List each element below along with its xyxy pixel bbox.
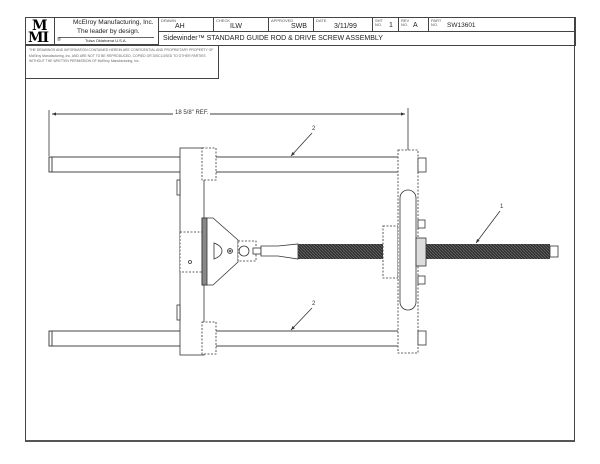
drawing-title: Sidewinder™ STANDARD GUIDE ROD & DRIVE S…: [163, 35, 383, 42]
company-name: McElroy Manufacturing, Inc.: [73, 19, 154, 26]
approved-value: SWB: [291, 23, 307, 30]
logo-letter-top: M: [32, 18, 47, 34]
item-balloon-2-bottom: 2: [312, 301, 316, 307]
guide-rod-bottom: [48, 330, 409, 347]
approved-label: APPROVED: [271, 18, 294, 23]
check-label: CHECK: [216, 18, 231, 23]
sheet-label: SHT NO.: [375, 18, 383, 27]
drawn-value: AH: [175, 23, 185, 30]
registered-mark: ®: [57, 37, 61, 43]
company-slogan: The leader by design.: [77, 28, 140, 35]
drive-rod: [252, 243, 299, 260]
rev-value: A: [413, 22, 418, 29]
company-location: Tulsa Oklahoma U.S.A.: [85, 38, 127, 43]
confidentiality-note: THE DRAWINGS AND INFORMATION CONTAINED H…: [25, 45, 219, 79]
item-balloon-1: 1: [500, 204, 504, 210]
check-value: ILW: [230, 23, 242, 30]
drawn-label: DRAWN: [161, 18, 176, 23]
title-cell: Sidewinder™ STANDARD GUIDE ROD & DRIVE S…: [158, 31, 576, 46]
dimension-line: [48, 108, 409, 156]
part-label: PART NO.: [431, 18, 442, 27]
sheet-value: 1: [389, 22, 393, 29]
logo-letter-bottom: MI: [28, 30, 49, 46]
leader-lines: [290, 132, 501, 331]
right-plate: [382, 149, 427, 354]
rev-label: REV NO.: [401, 18, 410, 27]
overall-dimension: 18 5/8" REF.: [173, 110, 211, 116]
drive-cone: [201, 217, 257, 286]
company-logo: M MI: [25, 17, 55, 45]
guide-rod-top: [48, 156, 409, 173]
item-balloon-2-top: 2: [312, 126, 316, 132]
part-value: SW13601: [447, 22, 476, 29]
date-label: DATE: [316, 18, 327, 23]
date-value: 3/11/99: [334, 23, 357, 30]
drive-screw-tip: [549, 245, 559, 258]
